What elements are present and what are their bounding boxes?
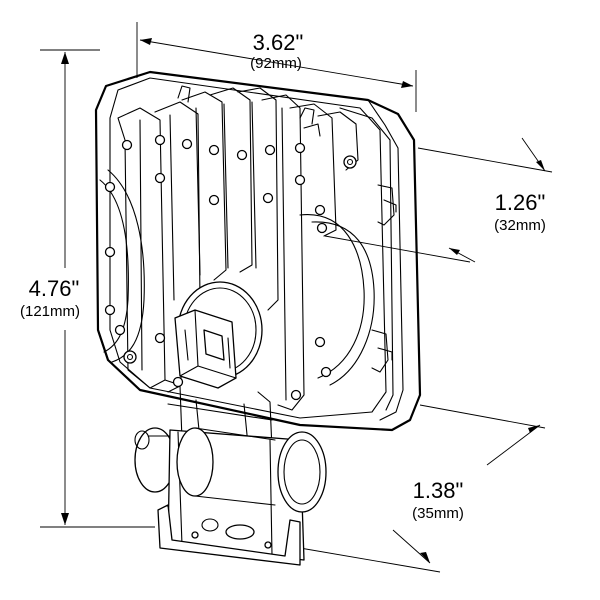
height-dimension: 4.76" (121mm) bbox=[20, 49, 155, 528]
mount-imperial-label: 1.38" bbox=[413, 478, 464, 503]
width-imperial-label: 3.62" bbox=[253, 30, 304, 55]
electrical-connector bbox=[174, 281, 263, 389]
cooling-fins bbox=[117, 87, 359, 411]
lamp-housing bbox=[94, 70, 422, 432]
mount-slot bbox=[225, 524, 255, 540]
side-clips bbox=[371, 184, 397, 373]
mounting-bracket bbox=[134, 385, 327, 566]
depth-dimension: 1.26" (32mm) bbox=[324, 137, 553, 263]
width-metric-label: (92mm) bbox=[250, 55, 302, 72]
height-metric-label: (121mm) bbox=[20, 303, 80, 320]
corner-screws bbox=[123, 155, 357, 364]
depth-imperial-label: 1.26" bbox=[495, 190, 546, 215]
mount-metric-label: (35mm) bbox=[412, 505, 464, 522]
mount-dimension: 1.38" (35mm) bbox=[299, 404, 546, 573]
top-tabs bbox=[177, 85, 321, 137]
width-dimension: 3.62" (92mm) bbox=[136, 22, 417, 112]
bracket-foot bbox=[157, 504, 301, 566]
height-imperial-label: 4.76" bbox=[29, 276, 80, 301]
depth-metric-label: (32mm) bbox=[494, 217, 546, 234]
lens-frame bbox=[94, 70, 422, 432]
pivot-disk bbox=[277, 431, 327, 513]
fin-rivets bbox=[104, 134, 332, 401]
